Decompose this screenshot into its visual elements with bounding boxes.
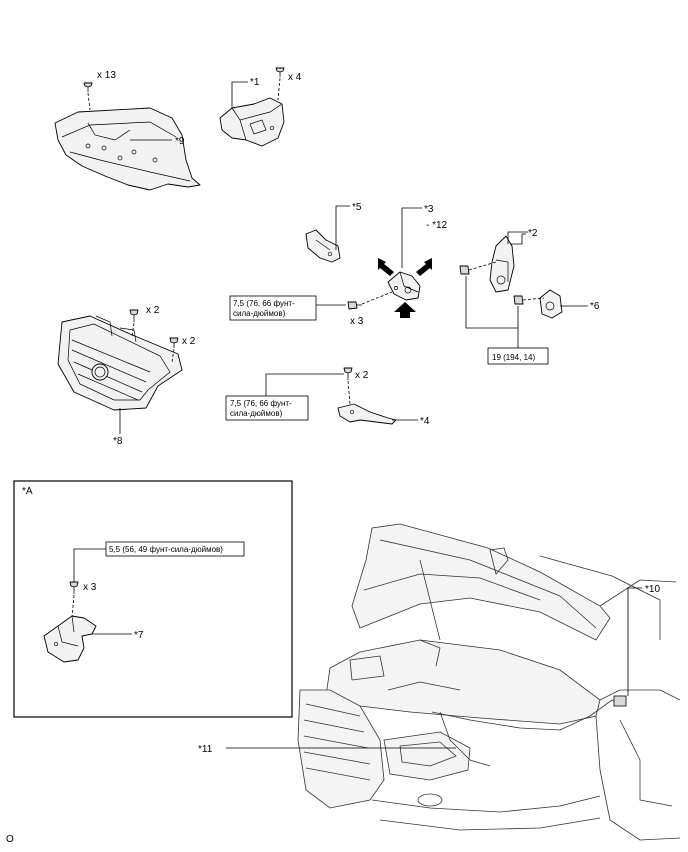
hood-lock-support-7 [43, 615, 97, 663]
label-3: *3 [424, 204, 434, 215]
torque-box-lever [225, 395, 309, 421]
lever-bolt [343, 367, 353, 405]
label-2: *2 [528, 228, 538, 239]
direction-arrows [378, 258, 432, 318]
horn-bolt-upper [459, 261, 497, 275]
label-9: *9 [175, 136, 185, 147]
label-5: *5 [352, 202, 362, 213]
label-1: *1 [250, 77, 260, 88]
latch-bolt [347, 291, 393, 310]
qty-clip-1: x 4 [288, 72, 302, 83]
inset-frame [13, 480, 293, 718]
label-12: - *12 [426, 220, 448, 231]
label-4: *4 [420, 416, 430, 427]
label-6: *6 [590, 301, 600, 312]
label-11: *11 [198, 744, 213, 755]
hood-lock-3 [387, 271, 421, 301]
torque-latch-line1: 7,5 (76, 66 фунт- [233, 299, 295, 308]
grille-screw-side [169, 337, 179, 363]
release-lever-4 [337, 403, 397, 425]
torque-lever-line2: сила-дюймов) [230, 409, 283, 418]
qty-inset-bolt: x 3 [83, 582, 97, 593]
vehicle-illustration [297, 523, 681, 841]
qty-grille-side: x 2 [182, 336, 196, 347]
hood-bracket-5 [305, 229, 341, 263]
clip-1 [275, 67, 285, 101]
torque-latch-line2: сила-дюймов) [233, 309, 286, 318]
clip-9 [83, 82, 93, 111]
grille-screw-top [129, 309, 139, 337]
radiator-grille-8 [57, 315, 183, 411]
engine-under-cover [54, 107, 201, 191]
label-7: *7 [134, 630, 144, 641]
torque-box-horn [487, 347, 549, 365]
label-8: *8 [113, 436, 123, 447]
label-10: *10 [645, 584, 660, 595]
qty-latch-bolt: x 3 [350, 316, 364, 327]
torque-inset: 5,5 (56, 49 фунт-сила-дюймов) [109, 545, 223, 554]
engine-cover [219, 97, 285, 147]
horn-6 [539, 289, 563, 319]
qty-grille-top: x 2 [146, 305, 160, 316]
figure-code: O [6, 834, 14, 845]
qty-clip-9: x 13 [97, 70, 116, 81]
inset-bolt [69, 581, 79, 619]
horn-bolt-lower [513, 295, 545, 305]
torque-lever-line1: 7,5 (76, 66 фунт- [230, 399, 292, 408]
torque-box-latch [229, 295, 317, 321]
inset-label: *A [22, 486, 33, 497]
qty-lever-bolt: x 2 [355, 370, 369, 381]
torque-horn: 19 (194, 14) [492, 353, 535, 362]
